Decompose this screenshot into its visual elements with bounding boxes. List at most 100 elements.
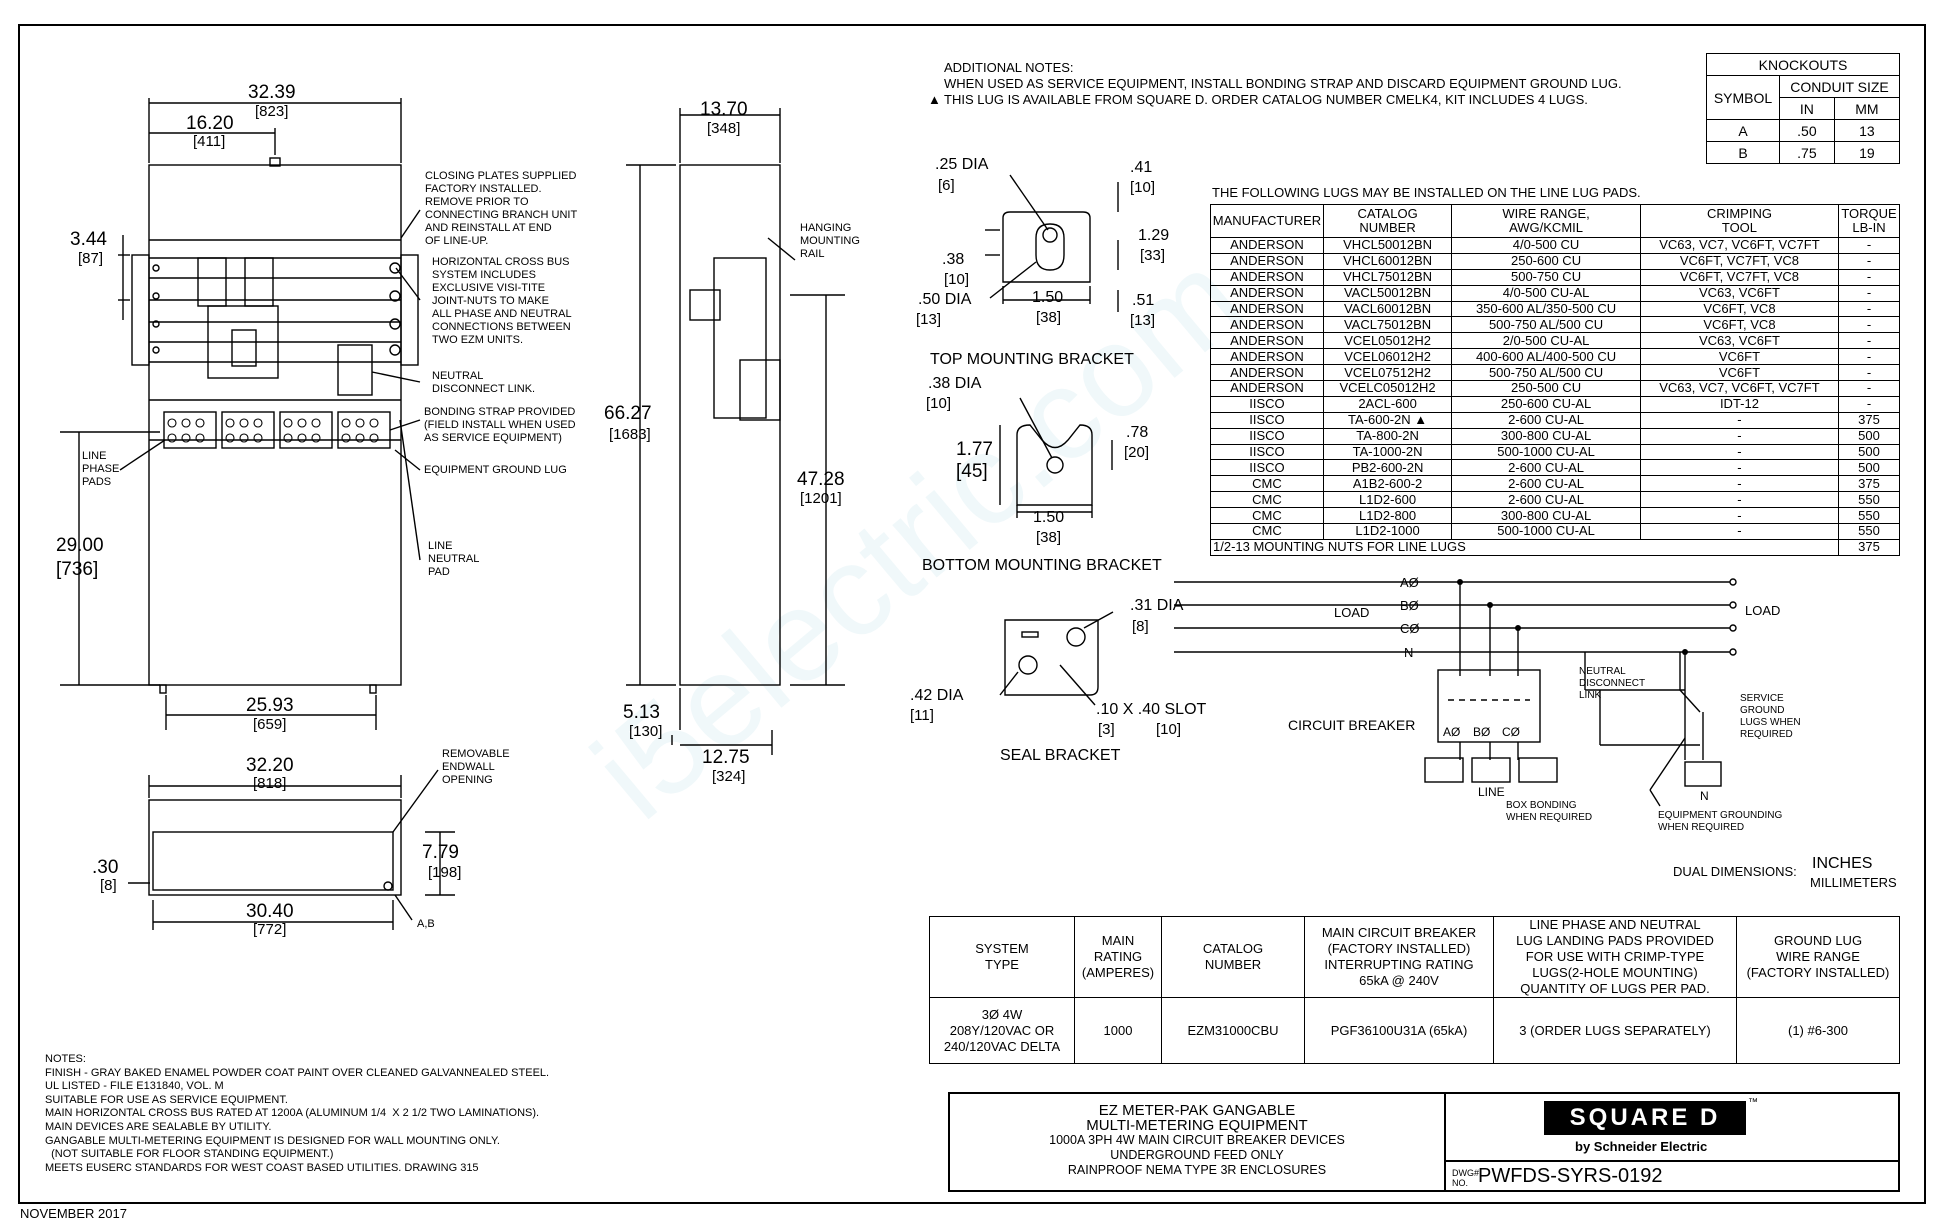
front-top-offset-dim: 3.44 (70, 229, 107, 250)
side-rail-height-dim-mm: [1201] (800, 490, 842, 507)
top-bracket-d4-mm: [38] (1036, 309, 1062, 326)
lug-torque: 550 (1838, 507, 1900, 525)
lug-manufacturer: ANDERSON (1210, 364, 1324, 382)
lug-header-manufacturer: MANUFACTURER (1210, 204, 1324, 238)
lug-wire-range: 250-600 CU-AL (1451, 395, 1641, 413)
lug-catalog-number: L1D2-800 (1322, 507, 1453, 525)
bottom-bracket-h: 1.77 (956, 439, 993, 460)
lug-table-intro: THE FOLLOWING LUGS MAY BE INSTALLED ON T… (1212, 185, 1641, 200)
lug-manufacturer: CMC (1210, 491, 1324, 509)
knockouts-row: A .50 13 (1706, 119, 1901, 142)
lug-header-torque: TORQUE LB-IN (1838, 204, 1900, 238)
lug-wire-range: 500-750 CU (1451, 268, 1641, 286)
dual-dimensions-label: DUAL DIMENSIONS: (1673, 864, 1797, 879)
seal-bracket-slot: .10 X .40 SLOT (1096, 701, 1207, 718)
lug-header-catalog: CATALOG NUMBER (1322, 204, 1453, 238)
lug-catalog-number: PB2-600-2N (1322, 459, 1453, 477)
side-depth-dim-mm: [348] (707, 120, 741, 137)
lug-catalog-number: VACL75012BN (1322, 316, 1453, 334)
lug-wire-range: 500-1000 CU-AL (1451, 523, 1641, 540)
drawing-date: NOVEMBER 2017 (20, 1206, 127, 1221)
lug-manufacturer: ANDERSON (1210, 348, 1324, 366)
lug-torque: - (1838, 284, 1900, 302)
lug-crimping-tool: VC6FT, VC8 (1639, 300, 1840, 318)
lug-header-wire-range: WIRE RANGE, AWG/KCMIL (1451, 204, 1641, 238)
neutral-link-callout: NEUTRAL DISCONNECT LINK. (432, 370, 536, 395)
schematic-breaker-b: BØ (1473, 725, 1491, 739)
lug-crimping-tool: - (1639, 475, 1840, 493)
seal-bracket-dia2: .42 DIA (910, 687, 964, 704)
lug-crimping-tool: VC6FT, VC8 (1639, 316, 1840, 334)
lug-torque: 550 (1838, 523, 1900, 540)
title-line-1: EZ METER-PAK GANGABLE (1098, 1102, 1296, 1119)
closing-plates-callout: CLOSING PLATES SUPPLIED FACTORY INSTALLE… (425, 170, 578, 247)
seal-bracket-slot-mm: [3] (1098, 721, 1115, 738)
cross-bus-callout: HORIZONTAL CROSS BUS SYSTEM INCLUDES EXC… (432, 256, 572, 346)
lug-wire-range: 2-600 CU-AL (1451, 475, 1641, 493)
bottom-view-outline (148, 799, 402, 896)
side-height-dim: 66.27 (604, 403, 652, 424)
knockouts-mm-header: MM (1833, 97, 1901, 120)
knockout-ab-callout: A,B (417, 918, 435, 930)
bottom-offset-dim-mm: [8] (100, 877, 117, 894)
side-view-outline (679, 164, 781, 686)
lug-torque: 375 (1838, 411, 1900, 429)
lug-wire-range: 350-600 AL/350-500 CU (1451, 300, 1641, 318)
spec-header-ground-lug: GROUND LUG WIRE RANGE (FACTORY INSTALLED… (1736, 916, 1900, 998)
lug-crimping-tool: - (1639, 443, 1840, 461)
lug-catalog-number: A1B2-600-2 (1322, 475, 1453, 493)
lug-wire-range: 2-600 CU-AL (1451, 411, 1641, 429)
lug-header-crimping-tool: CRIMPING TOOL (1639, 204, 1840, 238)
top-bracket-d3: .38 (942, 251, 965, 268)
lug-torque: - (1838, 252, 1900, 270)
spec-header-system-type: SYSTEM TYPE (929, 916, 1075, 998)
bottom-bracket-w-mm: [38] (1036, 529, 1062, 546)
front-pad-height-dim: 29.00 (56, 535, 104, 556)
endwall-callout: REMOVABLE ENDWALL OPENING (442, 748, 510, 786)
lug-wire-range: 250-500 CU (1451, 380, 1641, 397)
lug-torque: 375 (1838, 475, 1900, 493)
schematic-phase-c: CØ (1400, 621, 1420, 636)
additional-notes-heading: ADDITIONAL NOTES: (944, 60, 1074, 75)
spec-lug-pads: 3 (ORDER LUGS SEPARATELY) (1493, 997, 1737, 1064)
lug-catalog-number: VCEL05012H2 (1322, 332, 1453, 350)
top-bracket-d5-mm: [13] (1130, 312, 1156, 329)
lug-manufacturer: IISCO (1210, 427, 1324, 445)
schneider-brand: by Schneider Electric (1575, 1139, 1708, 1154)
bottom-bracket-dia: .38 DIA (928, 375, 982, 392)
lug-torque: - (1838, 332, 1900, 350)
main-breaker-outline (207, 305, 279, 379)
lug-crimping-tool: VC6FT (1639, 348, 1840, 366)
dwg-label: DWG# NO. (1452, 1168, 1479, 1188)
side-rail-height-dim: 47.28 (797, 469, 845, 490)
knockouts-in-header: IN (1779, 97, 1835, 120)
lug-crimping-tool: IDT-12 (1639, 395, 1840, 413)
lug-catalog-number: VHCL75012BN (1322, 268, 1453, 286)
knockout-mm: 19 (1833, 141, 1901, 164)
lug-manufacturer: IISCO (1210, 411, 1324, 429)
seal-bracket-dia1: .31 DIA (1130, 597, 1184, 614)
additional-notes-line2: THIS LUG IS AVAILABLE FROM SQUARE D. ORD… (944, 92, 1588, 107)
schematic-phase-b: BØ (1400, 598, 1419, 613)
lug-footer-label: 1/2-13 MOUNTING NUTS FOR LINE LUGS (1209, 538, 1840, 556)
lug-crimping-tool: - (1639, 491, 1840, 509)
lug-manufacturer: ANDERSON (1210, 332, 1324, 350)
top-bracket-d2: 1.29 (1138, 227, 1170, 244)
square-d-logo: SQUARE D (1544, 1101, 1746, 1135)
knockout-in: .50 (1779, 119, 1835, 142)
lug-wire-range: 500-750 AL/500 CU (1451, 364, 1641, 382)
front-top-offset-dim-mm: [87] (78, 250, 104, 267)
schematic-box-bonding: BOX BONDING WHEN REQUIRED (1506, 800, 1593, 823)
mounting-rail-callout: HANGING MOUNTING RAIL (800, 222, 860, 260)
lug-wire-range: 4/0-500 CU-AL (1451, 284, 1641, 302)
bottom-bracket-outline (1016, 424, 1093, 506)
lug-catalog-number: TA-1000-2N (1322, 443, 1453, 461)
lug-manufacturer: ANDERSON (1210, 268, 1324, 286)
bottom-bracket-title: BOTTOM MOUNTING BRACKET (922, 557, 1162, 574)
